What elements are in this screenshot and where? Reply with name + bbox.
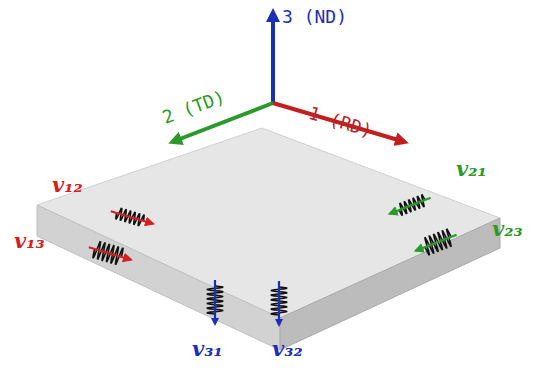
poisson-ratio: v₃₂ — [272, 338, 303, 359]
axes — [172, 12, 405, 142]
poisson-ratio: v₁₂ — [52, 174, 83, 195]
slab — [37, 128, 500, 350]
springs — [89, 195, 457, 325]
strain-arrow — [278, 281, 280, 325]
strain-arrow — [89, 247, 131, 259]
poisson-ratio: v₂₁ — [456, 158, 487, 179]
strain-arrow — [214, 280, 216, 324]
axis-label: 2 (TD) — [160, 88, 227, 127]
poisson-ratio: v₁₃ — [14, 230, 45, 251]
poisson-ratio: v₂₃ — [492, 218, 523, 239]
axis-label: 3 (ND) — [282, 8, 347, 26]
strain-arrow — [390, 198, 431, 214]
axis-label: 1 (RD) — [307, 104, 374, 140]
poisson-ratio: v₃₁ — [192, 338, 223, 359]
strain-arrow — [416, 235, 457, 251]
strain-arrow — [111, 211, 153, 224]
